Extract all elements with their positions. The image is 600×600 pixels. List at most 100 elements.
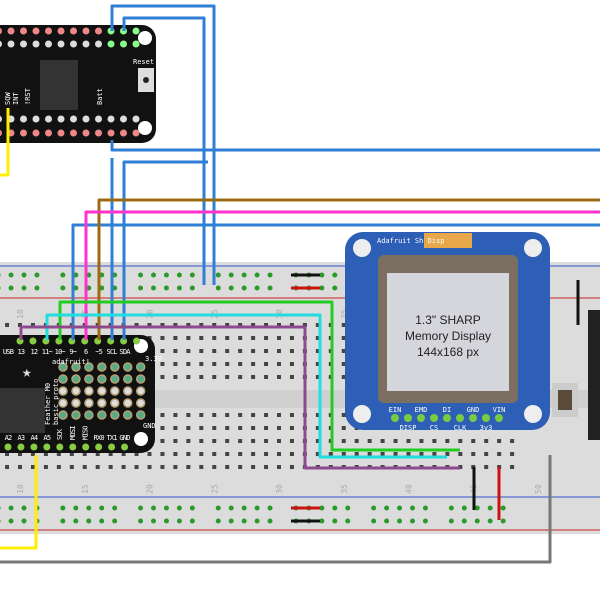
breadboard-hole[interactable] bbox=[238, 336, 243, 340]
breadboard-hole[interactable] bbox=[5, 465, 10, 469]
header-pin[interactable] bbox=[82, 129, 90, 137]
breadboard-hole[interactable] bbox=[289, 465, 294, 469]
rail-hole[interactable] bbox=[8, 285, 14, 291]
rail-hole[interactable] bbox=[176, 285, 182, 291]
header-pin[interactable] bbox=[95, 129, 102, 137]
proto-hole[interactable] bbox=[135, 386, 146, 396]
header-pin[interactable] bbox=[20, 115, 27, 123]
header-pin[interactable] bbox=[45, 115, 52, 123]
breadboard-hole[interactable] bbox=[225, 323, 230, 327]
breadboard-hole[interactable] bbox=[160, 375, 165, 379]
display-pin[interactable] bbox=[469, 414, 477, 422]
rail-hole[interactable] bbox=[422, 505, 428, 511]
header-pin[interactable] bbox=[70, 129, 77, 137]
breadboard-hole[interactable] bbox=[238, 349, 243, 353]
breadboard-hole[interactable] bbox=[69, 452, 74, 456]
rail-hole[interactable] bbox=[241, 285, 247, 291]
rail-hole[interactable] bbox=[500, 518, 506, 524]
breadboard-hole[interactable] bbox=[212, 362, 217, 366]
header-pin[interactable] bbox=[43, 443, 51, 451]
breadboard-hole[interactable] bbox=[95, 465, 100, 469]
breadboard-hole[interactable] bbox=[341, 349, 346, 353]
rail-hole[interactable] bbox=[474, 505, 480, 511]
breadboard-hole[interactable] bbox=[238, 452, 243, 456]
breadboard-hole[interactable] bbox=[56, 465, 61, 469]
breadboard-hole[interactable] bbox=[199, 349, 204, 353]
header-pin[interactable] bbox=[82, 443, 90, 451]
breadboard-hole[interactable] bbox=[225, 413, 230, 417]
breadboard-hole[interactable] bbox=[419, 439, 424, 443]
breadboard-hole[interactable] bbox=[160, 426, 165, 430]
header-pin[interactable] bbox=[7, 40, 15, 48]
header-pin[interactable] bbox=[132, 40, 140, 48]
breadboard-hole[interactable] bbox=[238, 362, 243, 366]
proto-hole[interactable] bbox=[58, 386, 68, 396]
header-pin[interactable] bbox=[82, 40, 90, 48]
proto-hole[interactable] bbox=[58, 410, 68, 420]
rail-hole[interactable] bbox=[332, 285, 338, 291]
breadboard-hole[interactable] bbox=[212, 349, 217, 353]
rail-hole[interactable] bbox=[73, 518, 79, 524]
header-pin[interactable] bbox=[29, 337, 37, 345]
breadboard-hole[interactable] bbox=[173, 426, 178, 430]
header-pin[interactable] bbox=[82, 27, 90, 35]
breadboard-hole[interactable] bbox=[277, 465, 281, 469]
breadboard-hole[interactable] bbox=[199, 426, 204, 430]
breadboard-hole[interactable] bbox=[199, 413, 204, 417]
display-pin[interactable] bbox=[482, 414, 490, 422]
proto-hole[interactable] bbox=[58, 362, 68, 372]
breadboard-hole[interactable] bbox=[315, 439, 320, 443]
proto-hole[interactable] bbox=[135, 410, 146, 420]
rail-hole[interactable] bbox=[163, 272, 169, 278]
cyan-wire[interactable] bbox=[45, 313, 447, 459]
rail-hole[interactable] bbox=[189, 285, 195, 291]
breadboard-hole[interactable] bbox=[160, 336, 165, 340]
breadboard-hole[interactable] bbox=[315, 362, 320, 366]
header-pin[interactable] bbox=[17, 443, 25, 451]
breadboard-hole[interactable] bbox=[238, 426, 243, 430]
rail-hole[interactable] bbox=[461, 518, 467, 524]
rail-hole[interactable] bbox=[384, 518, 390, 524]
breadboard-hole[interactable] bbox=[445, 439, 450, 443]
rail-hole[interactable] bbox=[332, 505, 338, 511]
breadboard-hole[interactable] bbox=[341, 426, 346, 430]
header-pin[interactable] bbox=[0, 40, 2, 48]
rail-hole[interactable] bbox=[163, 285, 169, 291]
proto-hole[interactable] bbox=[97, 362, 107, 372]
breadboard-hole[interactable] bbox=[328, 452, 333, 456]
breadboard-hole[interactable] bbox=[315, 375, 320, 379]
rail-hole[interactable] bbox=[8, 518, 14, 524]
breadboard-hole[interactable] bbox=[173, 375, 178, 379]
proto-hole[interactable] bbox=[58, 374, 68, 384]
breadboard-hole[interactable] bbox=[173, 413, 178, 417]
header-pin[interactable] bbox=[121, 443, 129, 451]
breadboard-hole[interactable] bbox=[251, 323, 256, 327]
rail-hole[interactable] bbox=[410, 518, 415, 524]
header-pin[interactable] bbox=[132, 27, 140, 35]
breadboard-hole[interactable] bbox=[173, 349, 178, 353]
rail-hole[interactable] bbox=[138, 505, 144, 511]
breadboard-hole[interactable] bbox=[289, 452, 294, 456]
breadboard-hole[interactable] bbox=[484, 439, 489, 443]
proto-hole[interactable] bbox=[110, 362, 120, 372]
rail-hole[interactable] bbox=[254, 272, 260, 278]
rail-hole[interactable] bbox=[34, 272, 40, 278]
proto-hole[interactable] bbox=[123, 362, 133, 372]
breadboard-hole[interactable] bbox=[471, 452, 476, 456]
breadboard-hole[interactable] bbox=[160, 439, 165, 443]
breadboard-hole[interactable] bbox=[18, 465, 22, 469]
breadboard-hole[interactable] bbox=[238, 323, 243, 327]
breadboard-hole[interactable] bbox=[225, 465, 230, 469]
breadboard-hole[interactable] bbox=[173, 465, 178, 469]
header-pin[interactable] bbox=[32, 115, 40, 123]
proto-hole[interactable] bbox=[84, 410, 94, 420]
breadboard-hole[interactable] bbox=[393, 439, 398, 443]
rail-hole[interactable] bbox=[138, 518, 144, 524]
rail-hole[interactable] bbox=[371, 505, 377, 511]
breadboard-hole[interactable] bbox=[264, 439, 269, 443]
breadboard-hole[interactable] bbox=[277, 349, 281, 353]
breadboard-hole[interactable] bbox=[121, 465, 126, 469]
breadboard-hole[interactable] bbox=[497, 439, 502, 443]
rail-hole[interactable] bbox=[60, 505, 66, 511]
pink-wire[interactable] bbox=[84, 210, 600, 340]
